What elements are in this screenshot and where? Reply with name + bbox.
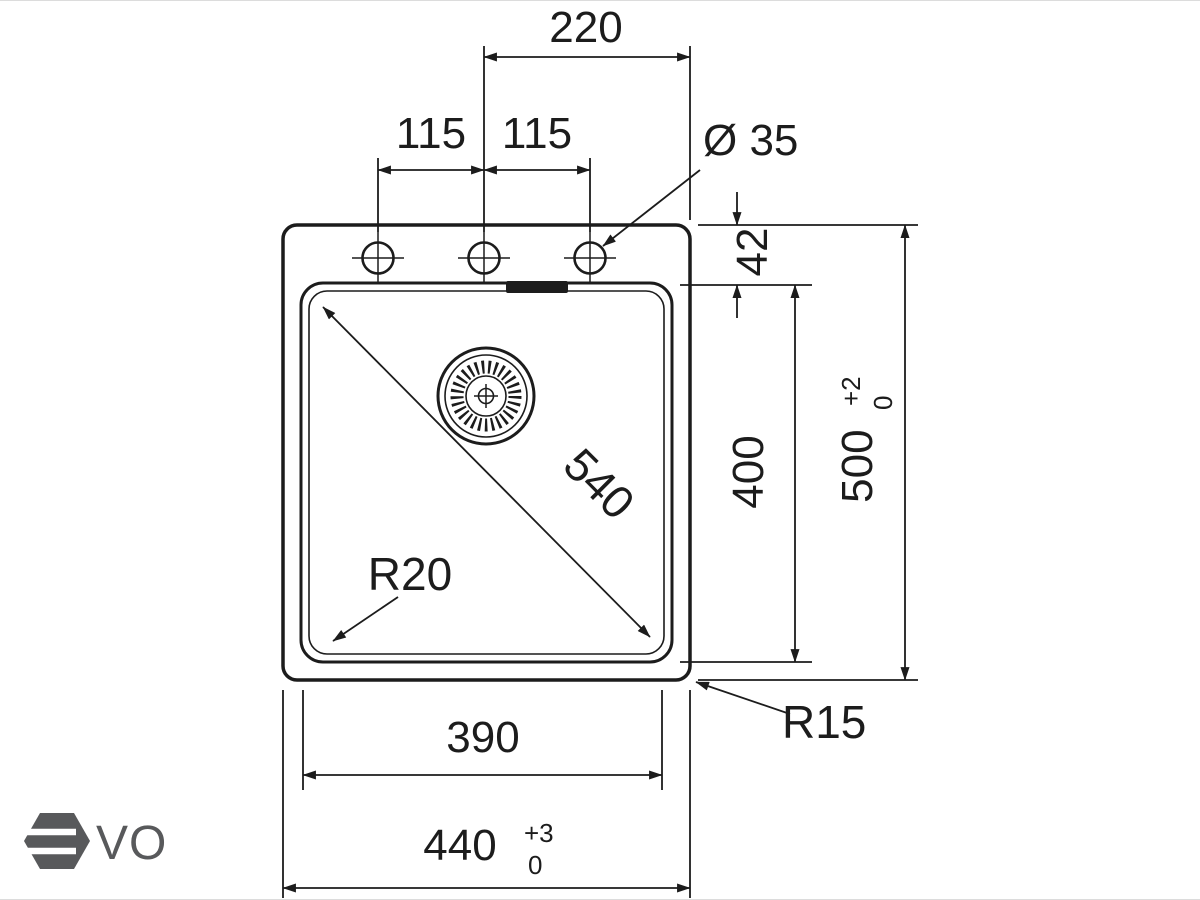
label-cutout-width: 440 +3 0 [423,818,553,880]
label-bowl-width: 390 [446,713,519,762]
tap-hole-right [564,232,616,284]
dimension-lines [282,52,910,893]
bowl-rim [299,281,674,664]
label-hole-pitch-right: 115 [502,109,572,158]
svg-text:0: 0 [528,850,542,880]
label-outer-corner-radius: R15 [782,696,866,748]
dim-line-540-diagonal [322,306,651,638]
tap-hole-center [458,232,510,284]
label-bowl-length: 400 [724,435,773,508]
label-rim-offset: 42 [728,228,777,277]
logo-text: VO [96,817,167,870]
label-half-width: 220 [549,3,622,52]
logo-hexagon-icon [24,813,90,869]
label-bowl-diagonal: 540 [554,438,645,529]
svg-text:440: 440 [423,821,496,870]
dimension-labels: 220 115 115 Ø 35 42 400 500 +2 0 540 R20… [368,3,898,880]
bowl-inner-edge [308,290,665,655]
image-border-top [0,0,1200,1]
drain [436,346,536,446]
overflow-slot [506,281,568,293]
leader-line-r20 [332,596,399,642]
tap-hole-left [352,232,404,284]
brand-logo: VO [22,813,167,870]
leader-line-hole-diameter [602,169,701,247]
label-bowl-corner-radius: R20 [368,548,452,600]
sink-body [281,223,692,682]
label-cutout-height: 500 +2 0 [821,364,898,503]
sink-outer-edge [281,223,692,682]
label-hole-diameter: Ø 35 [703,116,798,165]
label-hole-pitch-left: 115 [396,109,466,158]
svg-text:+3: +3 [524,818,554,848]
leader-line-r15 [695,681,791,715]
